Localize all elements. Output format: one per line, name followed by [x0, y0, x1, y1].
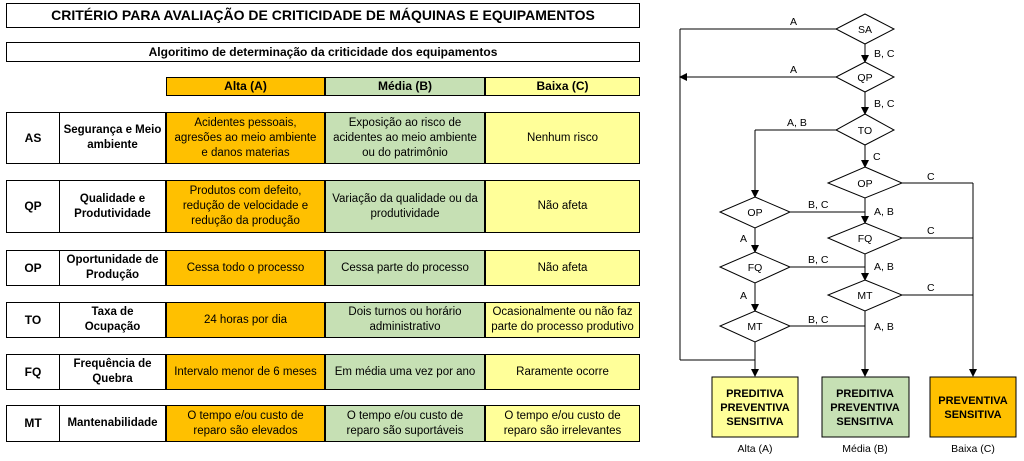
decision-label: MT [857, 290, 873, 302]
decision-fq-middle [826, 222, 904, 255]
edge-label: A, B [787, 117, 807, 129]
cell-media: Em média uma vez por ano [325, 354, 485, 390]
decision-label: FQ [748, 262, 763, 274]
header-baixa: Baixa (C) [485, 77, 640, 96]
cell-media: Variação da qualidade ou da produtividad… [325, 180, 485, 233]
edge-label: B, C [808, 314, 829, 326]
edge-label: B, C [874, 98, 895, 110]
outcome-media-box [821, 376, 910, 438]
decision-qp [834, 61, 896, 93]
outcome-alta-line: PREDITIVA [726, 388, 784, 400]
outcome-alta-line: PREVENTIVA [720, 402, 790, 414]
outcome-baixa-line: PREVENTIVA [938, 395, 1008, 407]
row-code: TO [6, 302, 59, 338]
cell-baixa: Raramente ocorre [485, 354, 640, 390]
cell-alta: Produtos com defeito, redução de velocid… [166, 180, 325, 233]
outcome-alta-caption: Alta (A) [737, 443, 772, 455]
decision-label: FQ [858, 233, 873, 245]
decision-op-left [718, 196, 792, 229]
table-subtitle: Algoritimo de determinação da criticidad… [6, 42, 640, 62]
outcome-alta-box [711, 376, 799, 438]
outcome-baixa-caption: Baixa (C) [951, 443, 995, 455]
cell-media: Exposição ao risco de acidentes ao meio … [325, 112, 485, 164]
cell-media: Dois turnos ou horário administrativo [325, 302, 485, 338]
edge-label: A, B [874, 321, 894, 333]
outcome-media-caption: Média (B) [842, 443, 888, 455]
decision-mt-left [718, 310, 792, 343]
edge-label: A, B [874, 261, 894, 273]
cell-baixa: O tempo e/ou custo de reparo são irrelev… [485, 405, 640, 442]
edge-label: B, C [808, 199, 829, 211]
page-title: CRITÉRIO PARA AVALIAÇÃO DE CRITICIDADE D… [6, 3, 640, 28]
decision-fq-left [718, 251, 792, 284]
edge-label: A, B [874, 206, 894, 218]
cell-alta: Intervalo menor de 6 meses [166, 354, 325, 390]
decision-label: TO [858, 125, 872, 137]
outcome-media-line: SENSITIVA [836, 416, 893, 428]
row-code: OP [6, 250, 59, 286]
decision-label: SA [858, 24, 872, 36]
cell-alta: 24 horas por dia [166, 302, 325, 338]
row-code: AS [6, 112, 59, 164]
cell-media: Cessa parte do processo [325, 250, 485, 286]
decision-label: OP [857, 178, 872, 190]
row-name: Frequência de Quebra [59, 354, 166, 390]
row-name: Mantenabilidade [59, 405, 166, 442]
outcome-baixa-box [929, 376, 1017, 438]
cell-baixa: Nenhum risco [485, 112, 640, 164]
row-name: Taxa de Ocupação [59, 302, 166, 338]
row-code: QP [6, 180, 59, 233]
decision-label: QP [857, 72, 872, 84]
row-name: Segurança e Meio ambiente [59, 112, 166, 164]
edge-label: A [790, 64, 797, 76]
edge-label: C [927, 282, 935, 294]
row-name: Oportunidade de Produção [59, 250, 166, 286]
edge-label: B, C [808, 254, 829, 266]
decision-label: MT [747, 321, 763, 333]
edge-label: C [873, 151, 881, 163]
row-name: Qualidade e Produtividade [59, 180, 166, 233]
edge-label: C [927, 171, 935, 183]
outcome-media-line: PREDITIVA [836, 388, 894, 400]
outcome-media-line: PREVENTIVA [830, 402, 900, 414]
cell-alta: Acidentes pessoais, agresões ao meio amb… [166, 112, 325, 164]
decision-label: OP [747, 207, 762, 219]
row-code: MT [6, 405, 59, 442]
edge-label: A [740, 290, 747, 302]
edge-label: C [927, 225, 935, 237]
cell-baixa: Não afeta [485, 180, 640, 233]
header-alta: Alta (A) [166, 77, 325, 96]
cell-baixa: Ocasionalmente ou não faz parte do proce… [485, 302, 640, 338]
cell-baixa: Não afeta [485, 250, 640, 286]
decision-to [834, 113, 896, 146]
cell-alta: O tempo e/ou custo de reparo são elevado… [166, 405, 325, 442]
edge-label: A [740, 233, 747, 245]
decision-sa [834, 13, 896, 45]
row-code: FQ [6, 354, 59, 390]
outcome-alta-line: SENSITIVA [726, 416, 783, 428]
cell-alta: Cessa todo o processo [166, 250, 325, 286]
cell-media: O tempo e/ou custo de reparo são suportá… [325, 405, 485, 442]
edge-label: B, C [874, 48, 895, 60]
header-media: Média (B) [325, 77, 485, 96]
decision-op-center [826, 166, 904, 199]
edge-label: A [790, 16, 797, 28]
decision-mt-middle [826, 279, 904, 312]
outcome-baixa-line: SENSITIVA [944, 409, 1001, 421]
